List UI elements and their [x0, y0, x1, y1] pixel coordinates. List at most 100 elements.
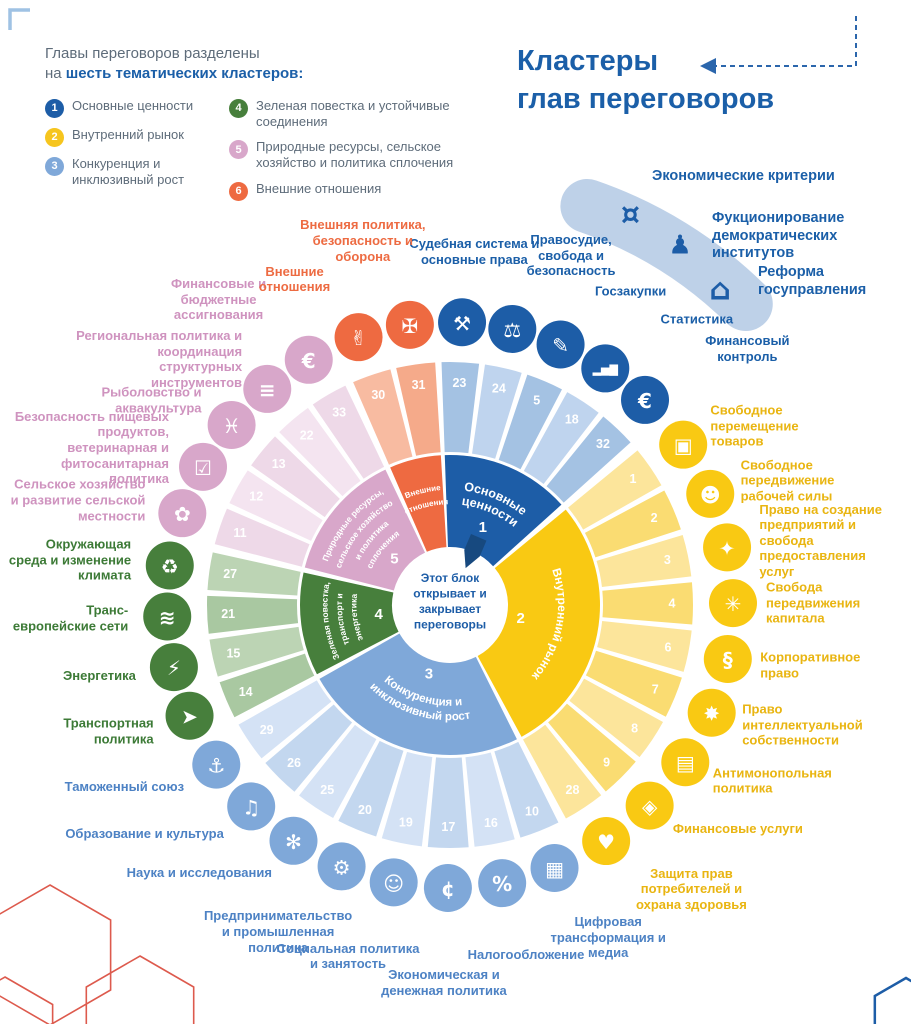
chapter-icon-circle-9 [625, 781, 674, 830]
legend-intro-line1: Главы переговоров разделены [45, 45, 260, 62]
page-title: Кластеры глав переговоров [517, 42, 774, 119]
chapter-icon-circle-23 [438, 298, 487, 347]
chapter-icon-circle-12 [179, 442, 228, 491]
chapter-spoke-15 [209, 626, 304, 677]
chapter-spoke-13 [251, 436, 340, 518]
antitrust-chart-icon: ▤ [676, 751, 695, 775]
monetary-policy-icon: ¢ [441, 877, 455, 901]
chapter-number-24: 24 [492, 381, 506, 395]
chapter-icon-circle-32 [621, 375, 670, 424]
legend-badge-1: 1 [45, 98, 64, 118]
legend-intro-line2: на шесть тематических кластеров: [45, 65, 304, 83]
chapter-number-12: 12 [249, 490, 263, 504]
chapter-number-14: 14 [239, 685, 253, 699]
defense-shield-icon: ✠ [401, 314, 418, 338]
hexagon-blue-decor-icon [873, 976, 911, 1024]
chapter-spoke-17 [427, 757, 469, 849]
chapter-number-2: 2 [651, 511, 658, 525]
chapter-spoke-31 [396, 362, 441, 456]
center-text-line: переговоры [414, 618, 486, 632]
legend-item-label: Внутренний рынок [72, 126, 184, 142]
chapter-spoke-24 [472, 364, 522, 459]
financial-control-coins-icon: € [637, 389, 652, 413]
hexagon-decor-icon [0, 884, 112, 1024]
worker-icon: ☻ [700, 483, 721, 507]
legend-item-label: Зеленая повестка и устойчивые соединения [256, 97, 450, 129]
financial-services-icon: ◈ [642, 795, 658, 819]
chapter-spoke-11 [214, 508, 310, 567]
fisheries-icon: ♓ [223, 414, 241, 438]
chapter-icon-circle-33 [284, 335, 333, 384]
chapter-spoke-5 [498, 374, 562, 470]
chapter-spoke-2 [584, 490, 681, 558]
chapter-spoke-14 [219, 653, 315, 718]
center-text-line: открывает и [413, 587, 487, 601]
chapter-spoke-6 [597, 621, 692, 672]
chapter-spoke-21 [207, 595, 299, 634]
cluster-number-2: 2 [517, 610, 525, 627]
chapter-number-20: 20 [358, 803, 372, 817]
center-text-line: Этот блок [421, 571, 480, 585]
chapter-number-10: 10 [525, 804, 539, 818]
chapter-spoke-16 [465, 752, 515, 847]
chapter-spoke-4 [602, 582, 693, 625]
cluster-wedge-6 [390, 455, 447, 552]
chapter-spoke-30 [353, 369, 413, 465]
corner-bracket-icon [8, 8, 30, 30]
cluster-wedge-3 [319, 633, 517, 756]
tax-document-icon: % [492, 872, 512, 896]
chapter-number-11: 11 [233, 526, 246, 540]
center-circle [394, 549, 506, 661]
chapter-spoke-22 [279, 407, 361, 497]
legend-item-label: Природные ресурсы, сельское хозяйство и … [256, 139, 454, 171]
legend-item-label: Основные ценности [72, 97, 194, 113]
goods-boxes-icon: ▣ [674, 434, 693, 458]
corporate-law-icon: § [723, 648, 733, 672]
chapter-number-15: 15 [226, 647, 240, 661]
chapter-spoke-28 [523, 724, 602, 819]
chapter-icon-circle-18 [581, 344, 630, 393]
environment-icon: ♻ [161, 554, 179, 578]
chapter-spoke-12 [229, 470, 323, 541]
chapter-number-29: 29 [260, 723, 274, 737]
chapter-number-3: 3 [664, 553, 671, 567]
economic-criteria-coins-icon: ¤ [621, 197, 640, 232]
title-dashed-line [712, 14, 857, 67]
chapter-icon-circle-4 [708, 579, 757, 628]
chapter-number-19: 19 [399, 816, 413, 830]
chapter-number-33: 33 [332, 406, 346, 420]
chapter-spoke-8 [569, 678, 664, 758]
food-safety-icon: ☑ [194, 456, 212, 480]
government-building-icon: ⌂ [709, 272, 730, 307]
chapter-spoke-7 [585, 650, 682, 717]
industry-icon: ⚙ [333, 855, 351, 879]
chapter-icon-circle-26 [227, 782, 276, 831]
hexagon-decor-icon [85, 955, 195, 1024]
energy-plug-icon: ⚡ [167, 656, 181, 680]
chapter-spoke-26 [265, 704, 353, 792]
chapter-icon-circle-21 [143, 592, 192, 641]
title-arrow-left-icon [700, 58, 716, 74]
chapter-icon-circle-29 [192, 740, 241, 789]
regional-policy-icon: ≡ [259, 378, 276, 402]
chapter-icon-circle-24 [488, 304, 537, 353]
chapter-number-8: 8 [631, 721, 638, 735]
chapter-number-21: 21 [221, 607, 235, 621]
chapter-spoke-27 [207, 552, 301, 596]
agriculture-icon: ✿ [174, 502, 191, 526]
chapter-spoke-10 [494, 741, 559, 838]
chapter-icon-circle-11 [158, 489, 207, 538]
capital-network-icon: ✳ [725, 592, 742, 616]
chapter-icon-circle-27 [145, 541, 194, 590]
chapter-icon-circle-7 [687, 688, 736, 737]
chapter-spoke-25 [299, 724, 377, 819]
chapter-icon-circle-13 [207, 400, 256, 449]
